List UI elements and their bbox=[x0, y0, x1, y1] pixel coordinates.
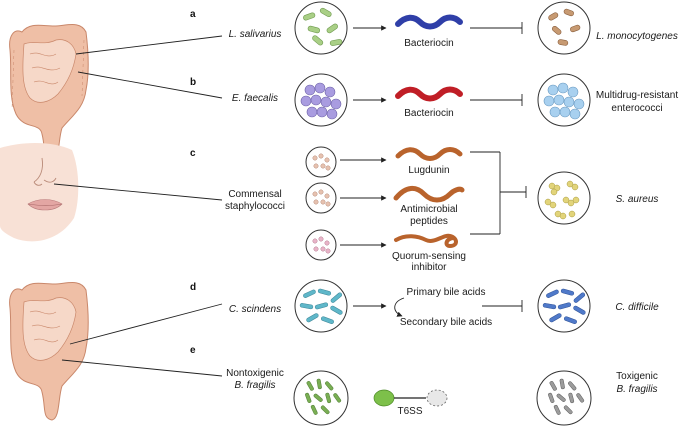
agent-label: peptides bbox=[410, 216, 448, 227]
source-label: C. scindens bbox=[229, 304, 281, 315]
toxigenic-bfragilis-circle bbox=[536, 370, 592, 426]
bacteriocin-icon bbox=[395, 14, 463, 30]
staphylococci-circle bbox=[305, 229, 337, 261]
panel-letter-a: a bbox=[190, 9, 196, 20]
t6ss-icon bbox=[373, 389, 448, 407]
e-faecalis-circle bbox=[294, 73, 348, 127]
inhibition-line bbox=[482, 300, 523, 312]
antimicrobial-peptides-icon bbox=[393, 186, 465, 203]
bacteriocin-icon bbox=[395, 86, 463, 102]
agent-label: Antimicrobial bbox=[400, 204, 457, 215]
agent-label: T6SS bbox=[397, 406, 422, 417]
target-label: enterococci bbox=[611, 103, 662, 114]
connector-line bbox=[53, 183, 223, 201]
inhibition-bracket bbox=[470, 151, 527, 235]
agent-label: inhibitor bbox=[411, 262, 447, 273]
panel-letter-e: e bbox=[190, 345, 196, 356]
c-scindens-circle bbox=[294, 279, 348, 333]
source-label: staphylococci bbox=[225, 201, 285, 212]
quorum-sensing-inhibitor-icon bbox=[394, 233, 458, 249]
l-salivarius-circle bbox=[294, 1, 348, 55]
inhibition-line bbox=[470, 94, 523, 106]
target-label: Multidrug-resistant bbox=[596, 90, 678, 101]
source-label: Nontoxigenic bbox=[226, 368, 284, 379]
source-label: B. fragilis bbox=[234, 380, 275, 391]
connector-line bbox=[69, 303, 223, 345]
connector-line bbox=[61, 359, 223, 377]
panel-letter-b: b bbox=[190, 77, 196, 88]
secondary-bile-acids-label: Secondary bile acids bbox=[400, 317, 492, 328]
target-label: Toxigenic bbox=[616, 371, 658, 382]
primary-bile-acids-label: Primary bile acids bbox=[407, 287, 486, 298]
target-label: C. difficile bbox=[615, 302, 659, 313]
staphylococci-circle bbox=[305, 182, 337, 214]
l-monocytogenes-circle bbox=[537, 1, 591, 55]
agent-label: Bacteriocin bbox=[404, 108, 453, 119]
staphylococci-circle bbox=[305, 146, 337, 178]
connector-line bbox=[77, 71, 223, 99]
inhibition-line bbox=[470, 22, 523, 34]
agent-label: Bacteriocin bbox=[404, 38, 453, 49]
conversion-arrow bbox=[394, 297, 405, 317]
agent-label: Quorum-sensing bbox=[392, 251, 466, 262]
panel-letter-d: d bbox=[190, 282, 196, 293]
source-label: L. salivarius bbox=[229, 29, 282, 40]
target-label: L. monocytogenes bbox=[596, 31, 678, 42]
connector-line bbox=[75, 35, 223, 55]
lugdunin-icon bbox=[395, 147, 463, 161]
source-label: Commensal bbox=[228, 189, 281, 200]
s-aureus-circle bbox=[537, 171, 591, 225]
nontoxigenic-bfragilis-circle bbox=[293, 370, 349, 426]
target-label: B. fragilis bbox=[616, 384, 657, 395]
c-difficile-circle bbox=[537, 279, 591, 333]
agent-label: Lugdunin bbox=[408, 165, 449, 176]
enterococci-circle bbox=[537, 73, 591, 127]
face-icon bbox=[0, 143, 79, 242]
source-label: E. faecalis bbox=[232, 93, 278, 104]
intestine-icon bbox=[9, 282, 89, 421]
intestine-icon bbox=[9, 24, 89, 163]
target-label: S. aureus bbox=[616, 194, 659, 205]
panel-letter-c: c bbox=[190, 148, 196, 159]
